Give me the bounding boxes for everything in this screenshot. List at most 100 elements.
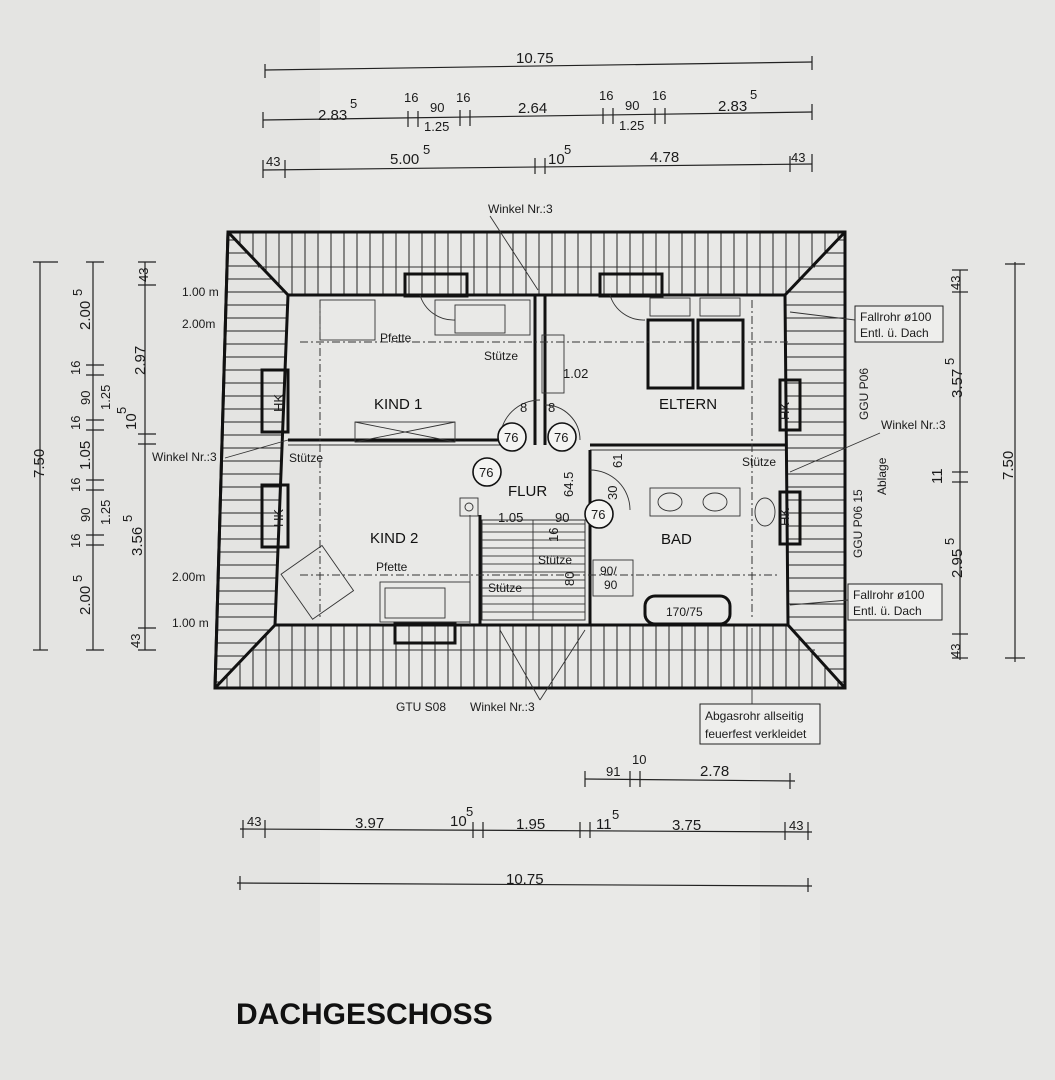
plan-title: DACHGESCHOSS	[236, 998, 493, 1031]
dim-90: 90	[555, 510, 569, 525]
dim-8: 8	[548, 400, 555, 415]
label-height: 1.00 m	[182, 285, 219, 299]
dim-top-2-83: 2.83	[718, 98, 747, 115]
label-dusche: 90	[604, 578, 618, 592]
top-dimensions: 10.75 2.83 5 16 90 1.25 16 2.64 16 90 1.…	[262, 50, 813, 178]
room-kind1: KIND 1	[374, 396, 422, 413]
dim-left-2-00: 2.00	[77, 586, 94, 615]
label-hk: HK	[777, 402, 792, 420]
dim-bottom-3-75: 3.75	[672, 817, 701, 834]
room-bad: BAD	[661, 531, 692, 548]
interior-labels: Pfette Pfette Stütze Stütze Stütze Stütz…	[271, 331, 792, 619]
bottom-dimensions: 91 10 2.78 43 3.97 10 5 1.95 11 5 3.75 4…	[236, 752, 813, 892]
dim-top-1-25: 1.25	[424, 119, 449, 134]
dim-bottom-10: 10	[450, 813, 467, 830]
dim-8: 8	[520, 400, 527, 415]
dim-left-1-05: 1.05	[77, 441, 94, 470]
dim-left-16: 16	[68, 534, 83, 548]
roof-left-rafters	[215, 232, 288, 688]
label-fallrohr-bottom: Entl. ü. Dach	[853, 604, 922, 618]
dim-right-total: 7.50	[1000, 451, 1017, 480]
furniture	[280, 294, 790, 626]
label-stuetze: Stütze	[488, 581, 522, 595]
dim-1-02: 1.02	[563, 366, 588, 381]
dim-right-2-95: 2.95	[949, 549, 966, 578]
dim-right-11: 11	[929, 468, 946, 484]
dim-top-16: 16	[599, 88, 613, 103]
dim-left-43: 43	[128, 634, 143, 648]
dim-left-16: 16	[68, 361, 83, 375]
label-hk: HK	[271, 394, 286, 412]
dim-left-1-25: 1.25	[98, 500, 113, 525]
label-stuetze: Stütze	[742, 455, 776, 469]
label-dusche: 90/	[600, 564, 617, 578]
label-height: 2.00m	[182, 317, 215, 331]
label-fallrohr-bottom: Fallrohr ø100	[853, 588, 925, 602]
door-marker-label: 76	[504, 430, 518, 445]
dim-top-43: 43	[791, 150, 805, 165]
dim-bottom-total: 10.75	[506, 871, 544, 888]
roof-top-rafters	[228, 232, 845, 295]
door-marker-label: 76	[554, 430, 568, 445]
dim-left-2-97: 2.97	[132, 346, 149, 375]
wall-openings	[260, 272, 802, 645]
dim-sup: 5	[612, 807, 619, 822]
dim-sup: 5	[942, 538, 957, 545]
label-stuetze: Stütze	[484, 349, 518, 363]
dim-sup: 5	[423, 142, 430, 157]
label-ggu2: GGU P06 15	[851, 489, 865, 558]
roof-right-rafters	[785, 232, 845, 688]
label-pfette-top: Pfette	[380, 331, 412, 345]
dim-sup: 5	[70, 289, 85, 296]
label-stuetze: Stütze	[538, 553, 572, 567]
room-eltern: ELTERN	[659, 396, 717, 413]
dim-sup: 5	[120, 515, 135, 522]
dim-top-1-25: 1.25	[619, 118, 644, 133]
label-height: 1.00 m	[172, 616, 209, 630]
label-abgas: Abgasrohr allseitig	[705, 709, 804, 723]
label-fallrohr-top: Fallrohr ø100	[860, 310, 932, 324]
dim-30: 30	[605, 486, 620, 500]
dim-right-43: 43	[948, 276, 963, 290]
label-winkel-left: Winkel Nr.:3	[152, 450, 217, 464]
dim-bottom-2-78: 2.78	[700, 763, 729, 780]
door-marker	[472, 457, 502, 487]
dim-bottom-10: 10	[632, 752, 646, 767]
room-flur: FLUR	[508, 483, 547, 500]
right-dimensions: 43 3.57 5 11 2.95 5 43 7.50	[929, 262, 1025, 662]
label-stuetze: Stütze	[289, 451, 323, 465]
roof-outline	[213, 230, 847, 690]
door-marker	[584, 499, 614, 529]
dim-bottom-91: 91	[606, 764, 620, 779]
dim-left-43: 43	[136, 268, 151, 282]
dim-top-4-78: 4.78	[650, 149, 679, 166]
dim-sup: 5	[564, 142, 571, 157]
label-ablage: Ablage	[875, 457, 889, 495]
dim-top-16: 16	[456, 90, 470, 105]
interior-walls	[288, 295, 785, 625]
label-abgas: feuerfest verkleidet	[705, 727, 807, 741]
door-marker	[497, 422, 527, 452]
dim-16: 16	[546, 528, 561, 542]
dim-bottom-3-97: 3.97	[355, 815, 384, 832]
left-dimensions: 7.50 2.00 5 16 90 1.25 16 1.05 16 90 1.2…	[31, 261, 219, 651]
label-height: 2.00m	[172, 570, 205, 584]
label-winkel-right: Winkel Nr.:3	[881, 418, 946, 432]
roof-bottom-rafters	[215, 625, 845, 688]
dim-sup: 5	[750, 87, 757, 102]
dim-left-3-56: 3.56	[129, 527, 146, 556]
label-ggu1: GGU P06	[857, 368, 871, 420]
label-gtu: GTU S08	[396, 700, 446, 714]
label-hk: HK	[777, 508, 792, 526]
dim-top-90: 90	[625, 98, 639, 113]
dim-top-16: 16	[404, 90, 418, 105]
label-pfette-bottom: Pfette	[376, 560, 408, 574]
dim-left-total: 7.50	[31, 449, 48, 478]
dim-left-90: 90	[78, 391, 93, 405]
door-marker-label: 76	[591, 507, 605, 522]
callouts: Winkel Nr.:3 Winkel Nr.:3 Winkel Nr.:3 W…	[152, 202, 946, 745]
dim-left-2-00: 2.00	[77, 301, 94, 330]
dim-sup: 5	[70, 575, 85, 582]
dim-sup: 5	[466, 804, 473, 819]
door-marker	[547, 422, 577, 452]
